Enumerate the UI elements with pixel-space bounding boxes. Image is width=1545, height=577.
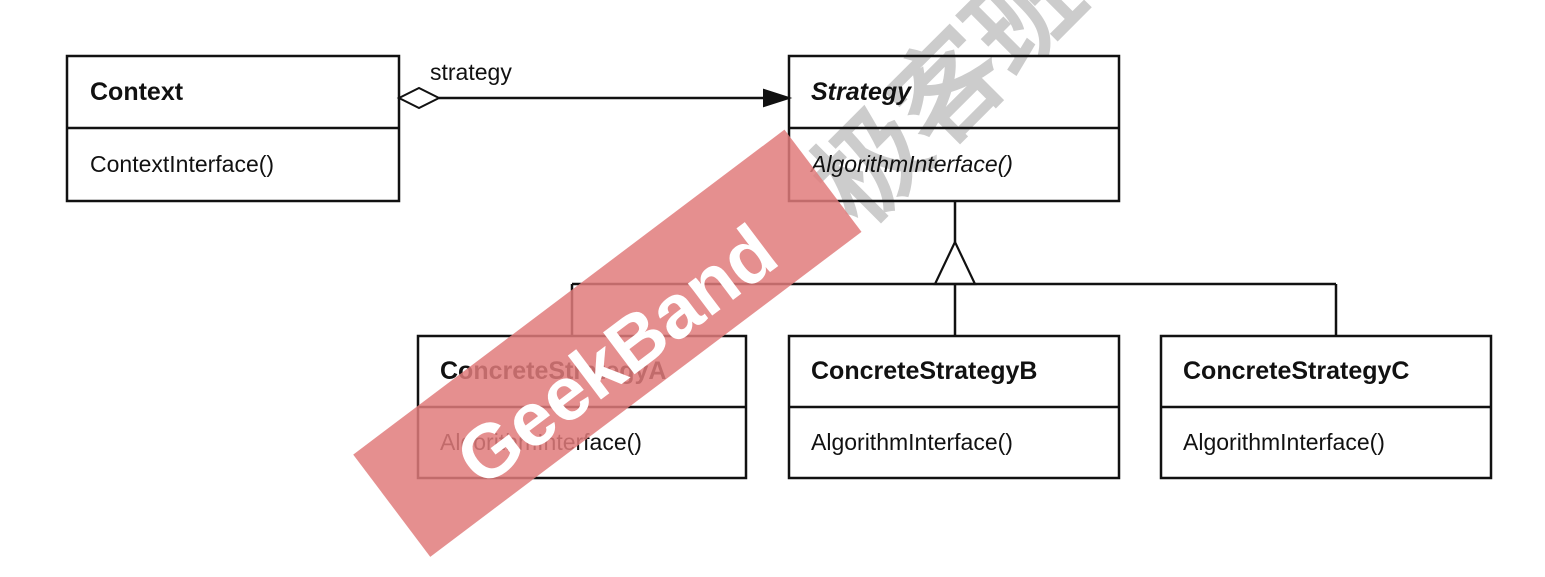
concrete-strategy-b-class: ConcreteStrategyB AlgorithmInterface() [787, 334, 1121, 480]
watermark-band [353, 129, 862, 557]
context-operation: ContextInterface() [90, 151, 274, 177]
concrete-strategy-c-operation: AlgorithmInterface() [1183, 429, 1385, 455]
aggregation-label: strategy [430, 59, 512, 85]
concrete-strategy-b-name: ConcreteStrategyB [811, 357, 1037, 385]
arrow-head [763, 88, 793, 108]
concrete-strategy-c-name: ConcreteStrategyC [1183, 357, 1409, 385]
context-class: Context ContextInterface() [65, 54, 401, 203]
context-class-name: Context [90, 78, 184, 106]
aggregation-diamond [396, 86, 442, 110]
concrete-strategy-c-class: ConcreteStrategyC AlgorithmInterface() [1159, 334, 1493, 480]
strategy-class: Strategy AlgorithmInterface() [787, 54, 1121, 203]
concrete-strategy-b-operation: AlgorithmInterface() [811, 429, 1013, 455]
watermark: GeekBand [353, 129, 862, 557]
strategy-operation: AlgorithmInterface() [809, 151, 1013, 177]
inheritance-triangle [933, 239, 977, 286]
aggregation-line: strategy [396, 59, 793, 110]
strategy-class-name: Strategy [811, 78, 912, 106]
